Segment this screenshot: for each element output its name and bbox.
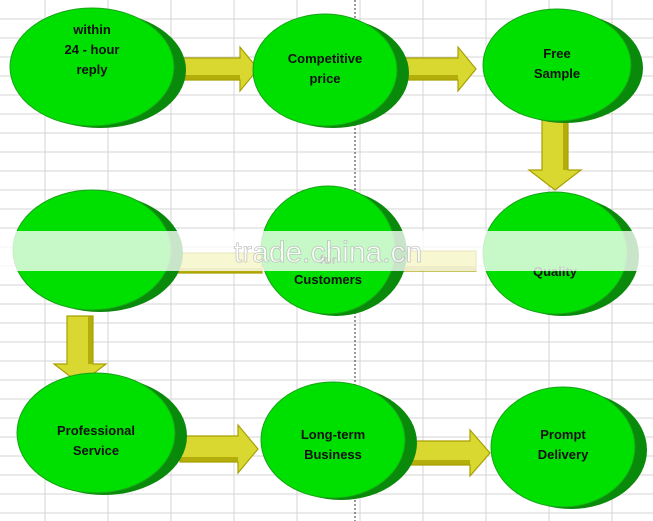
node-label: Long-term [301, 427, 365, 442]
node-label: Competitive [288, 51, 362, 66]
node-label: Delivery [538, 447, 589, 462]
node-label: Customers [294, 272, 362, 287]
arrow-sample-to-quality [527, 119, 583, 191]
node-label: reply [76, 62, 108, 77]
node-ellipse [260, 381, 406, 499]
node-price: Competitive price [252, 13, 409, 128]
nodes-layer: within 24 - hour reply Competitive price Free… [9, 7, 647, 509]
arrow-price-to-sample [395, 45, 477, 93]
node-ellipse [16, 372, 176, 494]
node-ellipse [9, 7, 175, 127]
watermark-text: trade.china.cn [234, 236, 422, 269]
node-label: Professional [57, 423, 135, 438]
node-ellipse [252, 13, 398, 127]
watermark-band [0, 231, 653, 271]
arrow-reply-to-price [179, 45, 259, 93]
node-label: price [309, 71, 340, 86]
node-label: Prompt [540, 427, 586, 442]
node-ellipse [490, 386, 636, 508]
node-label: Business [304, 447, 362, 462]
node-reply: within 24 - hour reply [9, 7, 186, 128]
node-label: Sample [534, 66, 580, 81]
node-label: 24 - hour [65, 42, 120, 57]
node-label: within [72, 22, 111, 37]
arrow-business-to-delivery [409, 428, 491, 478]
node-label: Service [73, 443, 119, 458]
node-label: Free [543, 46, 570, 61]
node-ellipse [482, 8, 632, 122]
arrow-service-to-business [179, 423, 259, 475]
